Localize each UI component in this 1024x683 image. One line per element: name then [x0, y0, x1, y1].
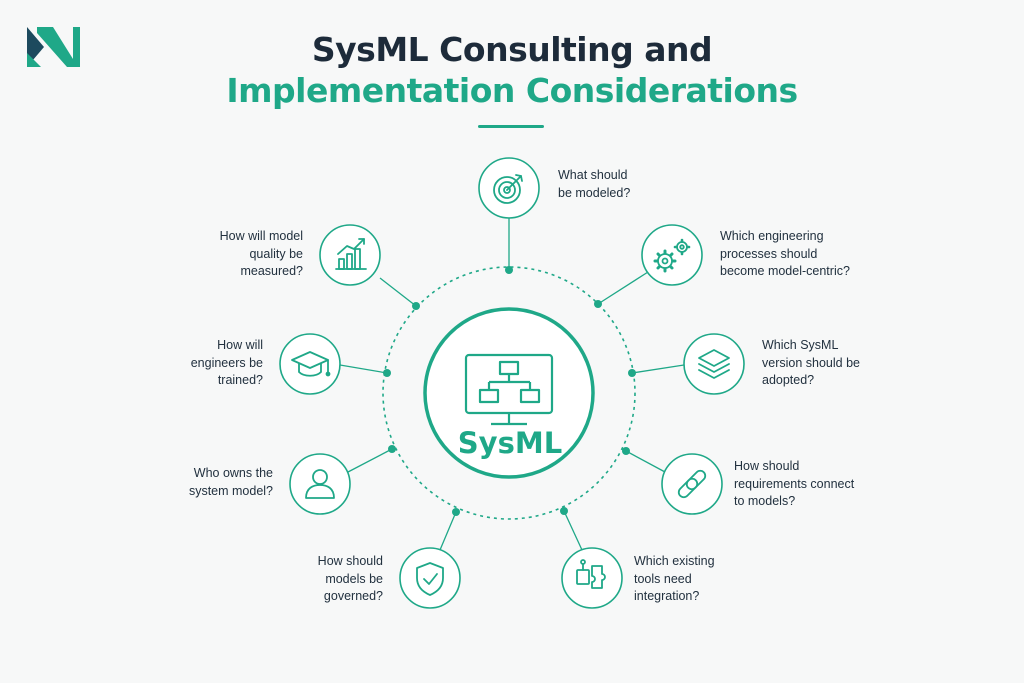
- center-circle: [423, 307, 595, 479]
- orbit-dot: [388, 445, 396, 453]
- node-circle-requirements-connect: [661, 453, 723, 515]
- link-icon: [677, 469, 707, 499]
- label-models-governed: How should models be governed?: [317, 554, 383, 603]
- connector-requirements-connect: [625, 450, 666, 473]
- puzzle-icon: [576, 559, 606, 589]
- node-circle-sysml-version: [683, 333, 745, 395]
- page-title-line-2: Implementation Considerations: [226, 71, 798, 110]
- label-what-modeled: What should be modeled?: [558, 168, 631, 200]
- orbit-dot: [383, 369, 391, 377]
- label-requirements-connect: How should requirements connect to model…: [734, 459, 855, 508]
- user-icon: [305, 469, 335, 499]
- layers-icon: [698, 349, 730, 379]
- monitor-diagram-icon: [464, 353, 554, 426]
- node-circle-engineers-trained: [279, 333, 341, 395]
- page-title-line-1: SysML Consulting and: [311, 30, 713, 69]
- connector-engineers-trained: [339, 364, 388, 374]
- label-engineering-processes: Which engineering processes should becom…: [720, 229, 850, 278]
- connector-sysml-version: [631, 364, 685, 374]
- orbit-dot: [412, 302, 420, 310]
- target-icon: [493, 174, 523, 204]
- node-circle-tools-integration: [561, 547, 623, 609]
- orbit-dot: [594, 300, 602, 308]
- brand-logo: [27, 23, 81, 71]
- connector-models-governed: [439, 511, 457, 551]
- connector-model-quality: [379, 277, 417, 307]
- orbit-dot: [622, 447, 630, 455]
- center-label-sysml: SysML: [457, 426, 563, 460]
- gears-icon: [653, 238, 691, 273]
- connector-system-model-owner: [347, 448, 393, 473]
- label-engineers-trained: How will engineers be trained?: [190, 338, 263, 387]
- orbit-dot: [452, 508, 460, 516]
- orbit-ring: [382, 266, 636, 520]
- bar-chart-icon: [335, 238, 367, 270]
- node-circle-model-quality: [319, 224, 381, 286]
- orbit-dot: [560, 507, 568, 515]
- label-sysml-version: Which SysML version should be adopted?: [762, 338, 860, 387]
- orbit-dot: [628, 369, 636, 377]
- label-system-model-owner: Who owns the system model?: [188, 466, 273, 498]
- label-model-quality: How will model quality be measured?: [219, 229, 303, 278]
- title-underline: [478, 125, 544, 128]
- label-tools-integration: Which existing tools need integration?: [634, 554, 715, 603]
- node-circle-models-governed: [399, 547, 461, 609]
- orbit-dot: [505, 266, 513, 274]
- shield-check-icon: [416, 562, 444, 596]
- connector-engineering-processes: [597, 271, 649, 305]
- graduation-cap-icon: [291, 351, 331, 377]
- connector-tools-integration: [563, 510, 583, 551]
